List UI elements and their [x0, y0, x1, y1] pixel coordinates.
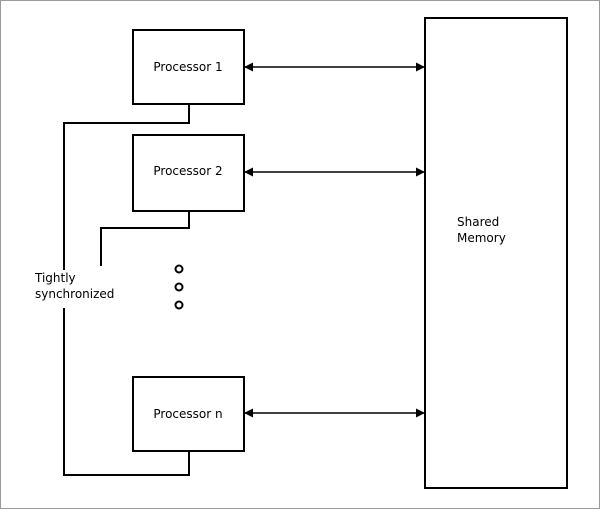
- processor-n: Processor n: [132, 376, 245, 452]
- shared-memory-label-line2: Memory: [457, 231, 506, 245]
- ellipsis-dot: [174, 282, 184, 292]
- processor-n-box: [132, 376, 245, 452]
- ellipsis-dots: [174, 264, 184, 310]
- processor-2-box: [132, 134, 245, 212]
- processor-1-box: [132, 29, 245, 105]
- processor-1: Processor 1: [132, 29, 245, 105]
- sync-bus: [63, 104, 190, 476]
- shared-memory-label-line1: Shared: [457, 215, 499, 229]
- processor-1-label: Processor 1: [153, 60, 222, 74]
- sync-wire-processor-1: [63, 104, 190, 270]
- sync-label-line1: Tightly: [34, 271, 76, 285]
- sync-label-line2: synchronized: [35, 287, 114, 301]
- processor-n-label: Processor n: [153, 407, 222, 421]
- sync-label: Tightly synchronized: [34, 271, 114, 301]
- shared-memory-box: [424, 17, 568, 489]
- ellipsis-dot: [174, 264, 184, 274]
- shared-memory: Shared Memory: [424, 17, 568, 489]
- sync-wire-processor-n: [63, 308, 190, 476]
- processor-2-label: Processor 2: [153, 164, 222, 178]
- ellipsis-dot: [174, 300, 184, 310]
- sync-wire-processor-2: [100, 211, 190, 266]
- processor-2: Processor 2: [132, 134, 245, 212]
- memory-links: [244, 62, 425, 418]
